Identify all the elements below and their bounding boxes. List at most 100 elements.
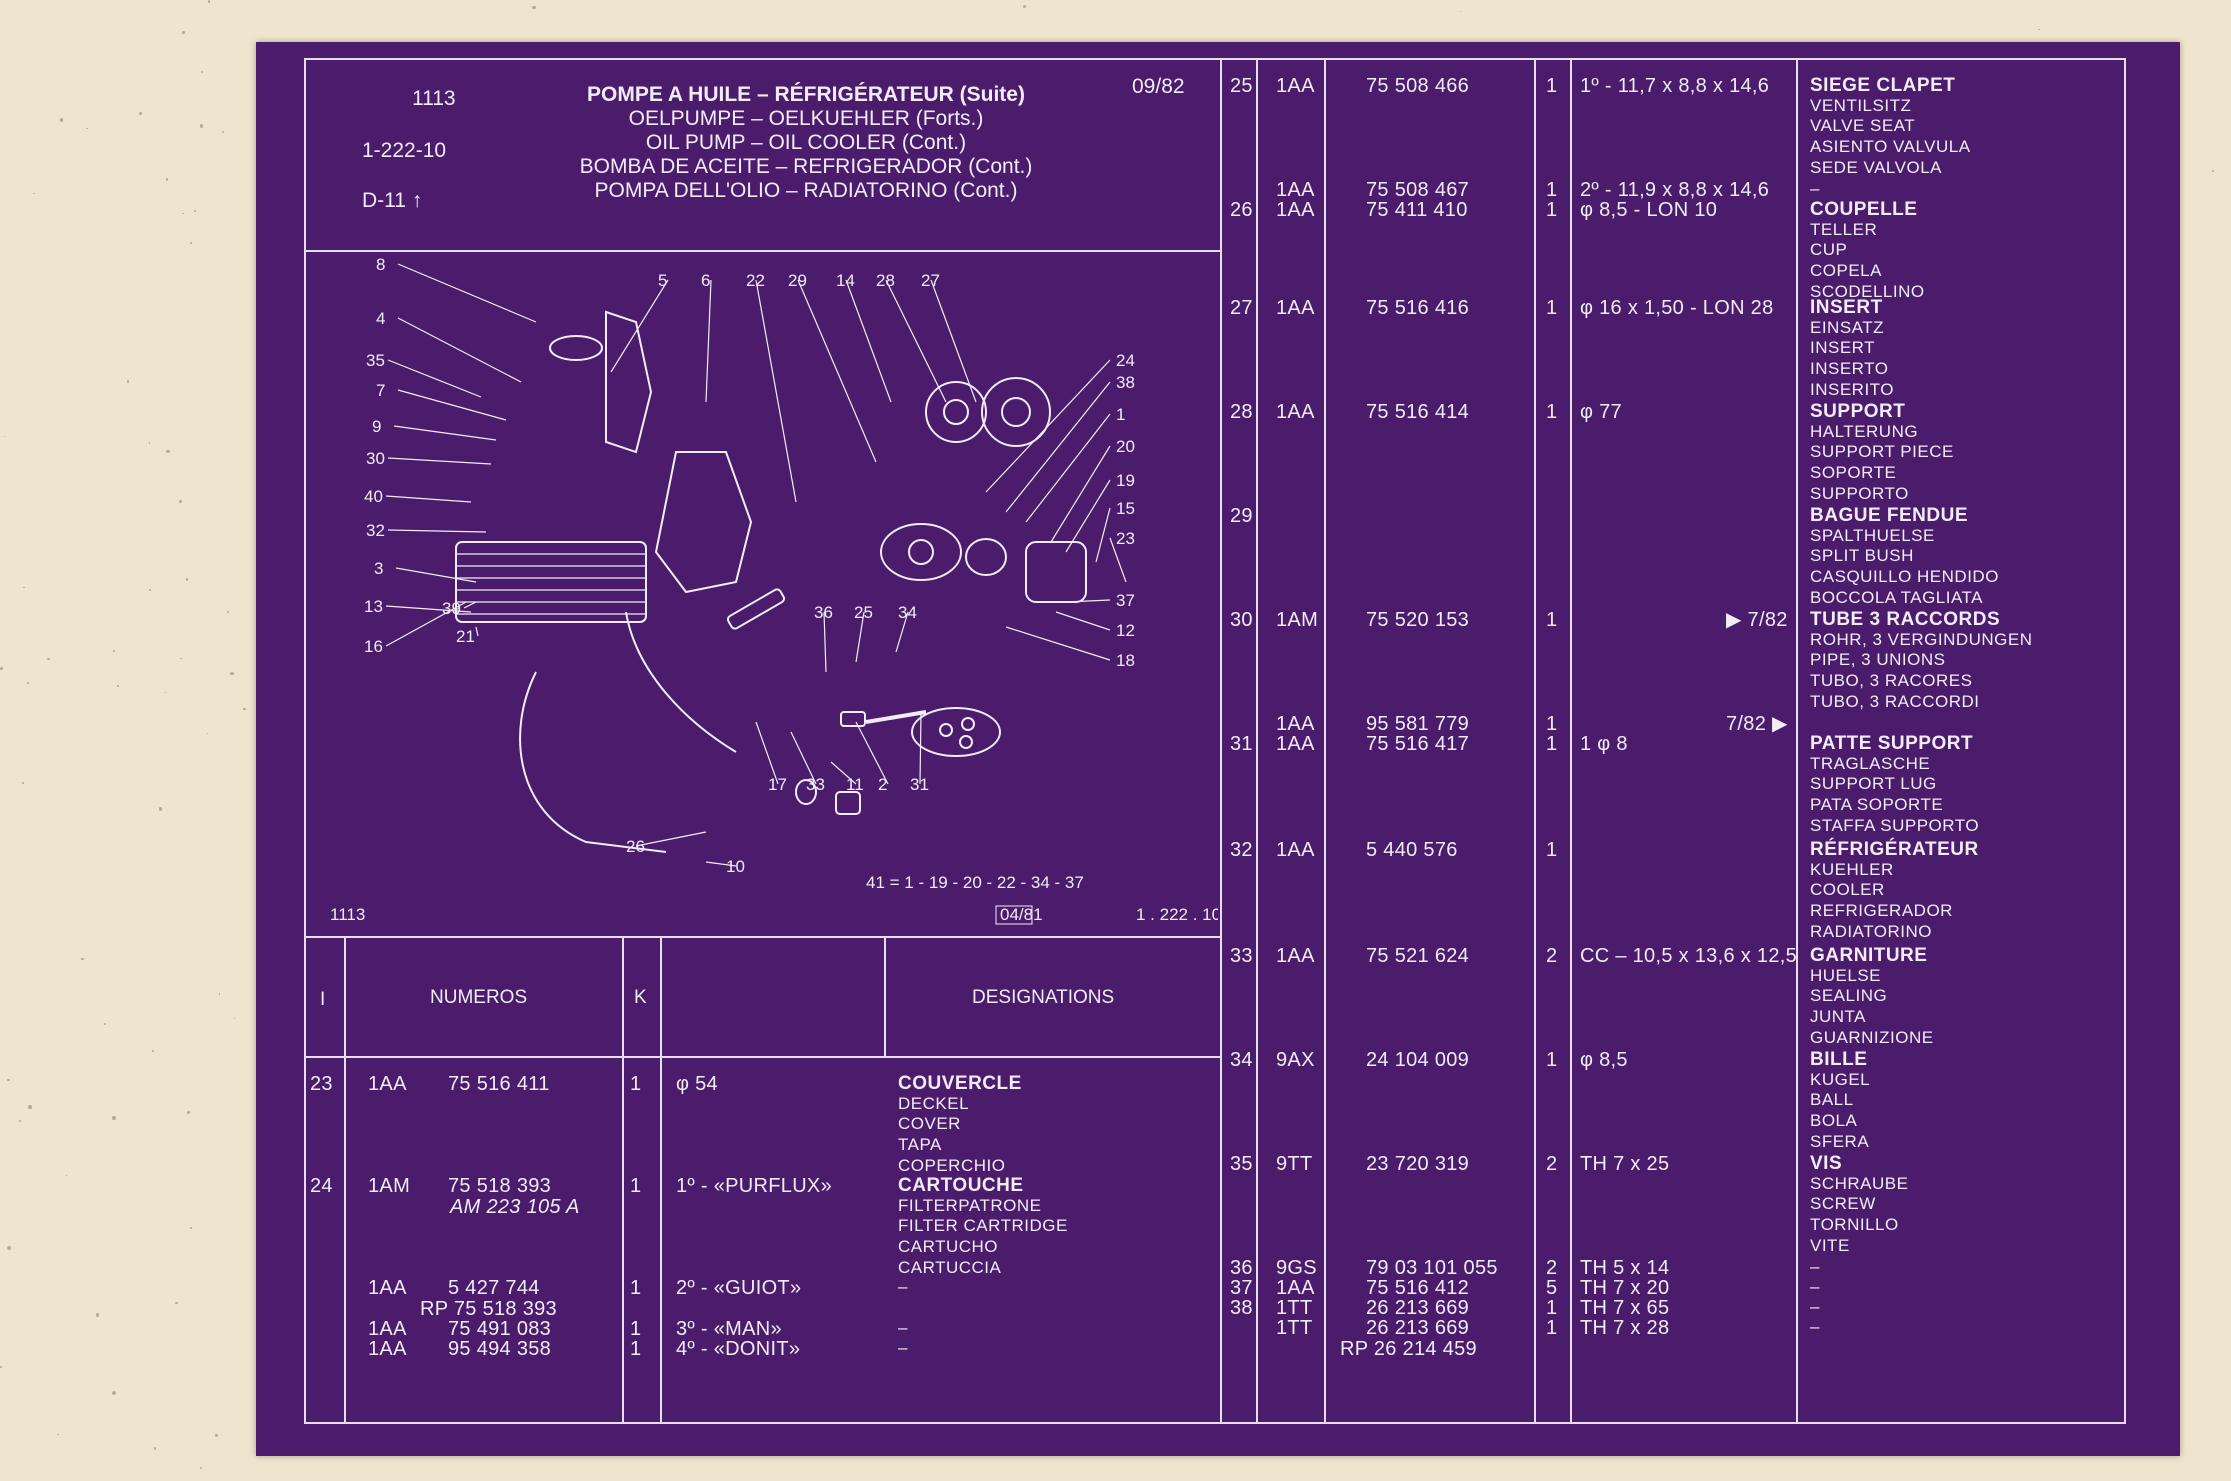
callout-leader (1055, 611, 1111, 631)
item-quantity: 1 (1546, 609, 1558, 631)
paper-speck (1460, 11, 1462, 13)
item-code: 1AA (1276, 199, 1315, 221)
plate-title-line: OELPUMPE – OELKUEHLER (Forts.) (628, 107, 984, 130)
item-spec: TH 7 x 28 (1580, 1317, 1670, 1339)
item-spec: TH 5 x 14 (1580, 1257, 1670, 1279)
designation-translation: BOCCOLA TAGLIATA (1810, 587, 1984, 607)
divider (344, 936, 346, 1424)
designation-name: – (898, 1338, 908, 1357)
paper-speck (194, 209, 197, 212)
part-number: 24 104 009 (1366, 1049, 1470, 1071)
callout-label: 33 (806, 775, 825, 794)
designation-translation: INSERITO (1810, 379, 1894, 399)
paper-speck (207, 0, 211, 3)
paper-speck (6, 1246, 11, 1251)
callout-label: 31 (910, 775, 929, 794)
item-spec: TH 7 x 20 (1580, 1277, 1670, 1299)
paper-speck (148, 588, 151, 591)
paper-speck (243, 707, 246, 711)
paper-speck (138, 111, 142, 115)
designation-translation: ASIENTO VALVULA (1810, 137, 1971, 157)
part-number: 75 518 393 (448, 1175, 552, 1197)
callout-label: 17 (768, 775, 787, 794)
designation-translation: KUEHLER (1810, 859, 1894, 879)
cartridge-core (1001, 397, 1031, 427)
spring-rod (865, 710, 927, 724)
plate-title-line: OIL PUMP – OIL COOLER (Cont.) (645, 131, 967, 154)
item-code: 1AA (1276, 713, 1315, 735)
item-index: 30 (1230, 609, 1253, 631)
paper-speck (57, 1433, 59, 1436)
divider (1220, 60, 1222, 1422)
callout-label: 16 (364, 637, 383, 656)
callout-label: 2 (878, 775, 887, 794)
paper-speck (206, 732, 208, 734)
designation-translation: SPLIT BUSH (1810, 546, 1914, 566)
designation-translation: EINSATZ (1810, 317, 1885, 337)
designation-translation: ROHR, 3 VERGINDUNGEN (1810, 629, 2033, 649)
callout-label: 19 (1116, 471, 1135, 490)
item-quantity: 1 (1546, 1049, 1558, 1071)
callout-leader (845, 279, 892, 403)
paper-speck (230, 671, 234, 675)
callout-leader (387, 359, 482, 398)
plate-reference: 1113 (412, 87, 456, 110)
designation-name: BAGUE FENDUE (1810, 505, 1969, 526)
item-index: 24 (310, 1175, 333, 1197)
item-index: 23 (310, 1073, 333, 1095)
divider (622, 936, 624, 1424)
arrow-up-icon: ↑ (411, 189, 423, 212)
plate-title-line: BOMBA DE ACEITE – REFRIGERADOR (Cont.) (579, 155, 1033, 178)
support-plate (880, 523, 962, 581)
item-index: 28 (1230, 401, 1253, 423)
item-spec: 2º - «GUIOT» (676, 1277, 802, 1299)
item-quantity: 1 (1546, 401, 1558, 423)
callout-label: 25 (854, 603, 873, 622)
plate-title-line: POMPE A HUILE – RÉFRIGÉRATEUR (Suite) (587, 83, 1025, 106)
seal-ring (965, 538, 1007, 576)
item-code: 1AA (368, 1277, 407, 1299)
paper-speck (59, 117, 64, 122)
item-quantity: 1 (630, 1318, 642, 1340)
paper-speck (22, 782, 25, 785)
callout-leader (475, 626, 479, 637)
item-code: 1AA (368, 1338, 407, 1360)
paper-speck (227, 610, 230, 613)
callout-label: 36 (814, 603, 833, 622)
paper-speck (218, 993, 221, 995)
designation-translation: FILTER CARTRIDGE (898, 1216, 1068, 1236)
designation-translation: SUPPORT PIECE (1810, 442, 1954, 462)
designation-translation: CUP (1810, 240, 1848, 260)
designation-translation: KUGEL (1810, 1069, 1871, 1089)
item-code: 1AA (368, 1073, 407, 1095)
designation-translation: RADIATORINO (1810, 921, 1932, 941)
item-spec: CC – 10,5 x 13,6 x 12,5 (1580, 945, 1798, 967)
paper-speck (166, 449, 170, 453)
item-code: 1TT (1276, 1317, 1313, 1339)
designation-translation: BOLA (1810, 1111, 1858, 1131)
designation-name: – (1810, 179, 1820, 198)
bolt (726, 588, 786, 630)
designation-translation: SCREW (1810, 1194, 1876, 1214)
item-quantity: 1 (630, 1338, 642, 1360)
designation-translation: HUELSE (1810, 965, 1882, 985)
divider (660, 936, 662, 1424)
designation-name: SIEGE CLAPET (1810, 75, 1956, 96)
callout-leader (1065, 479, 1111, 553)
designation-translation: SPALTHUELSE (1810, 525, 1935, 545)
callout-leader (830, 761, 857, 785)
paper-speck (182, 213, 184, 215)
designation-translation: COPERCHIO (898, 1155, 1006, 1175)
paper-speck (0, 667, 4, 671)
designation-translation: SEALING (1810, 986, 1888, 1006)
paper-speck (66, 1174, 68, 1176)
designation-translation: HALTERUNG (1810, 421, 1919, 441)
callout-label: 10 (726, 857, 745, 876)
callout-leader (1050, 445, 1111, 543)
column-header-index: I (320, 989, 326, 1010)
paper-speck (26, 681, 30, 685)
cover-hole (961, 717, 975, 731)
callout-leader (397, 389, 507, 421)
paper-speck (32, 192, 35, 195)
part-number: 75 520 153 (1366, 609, 1470, 631)
